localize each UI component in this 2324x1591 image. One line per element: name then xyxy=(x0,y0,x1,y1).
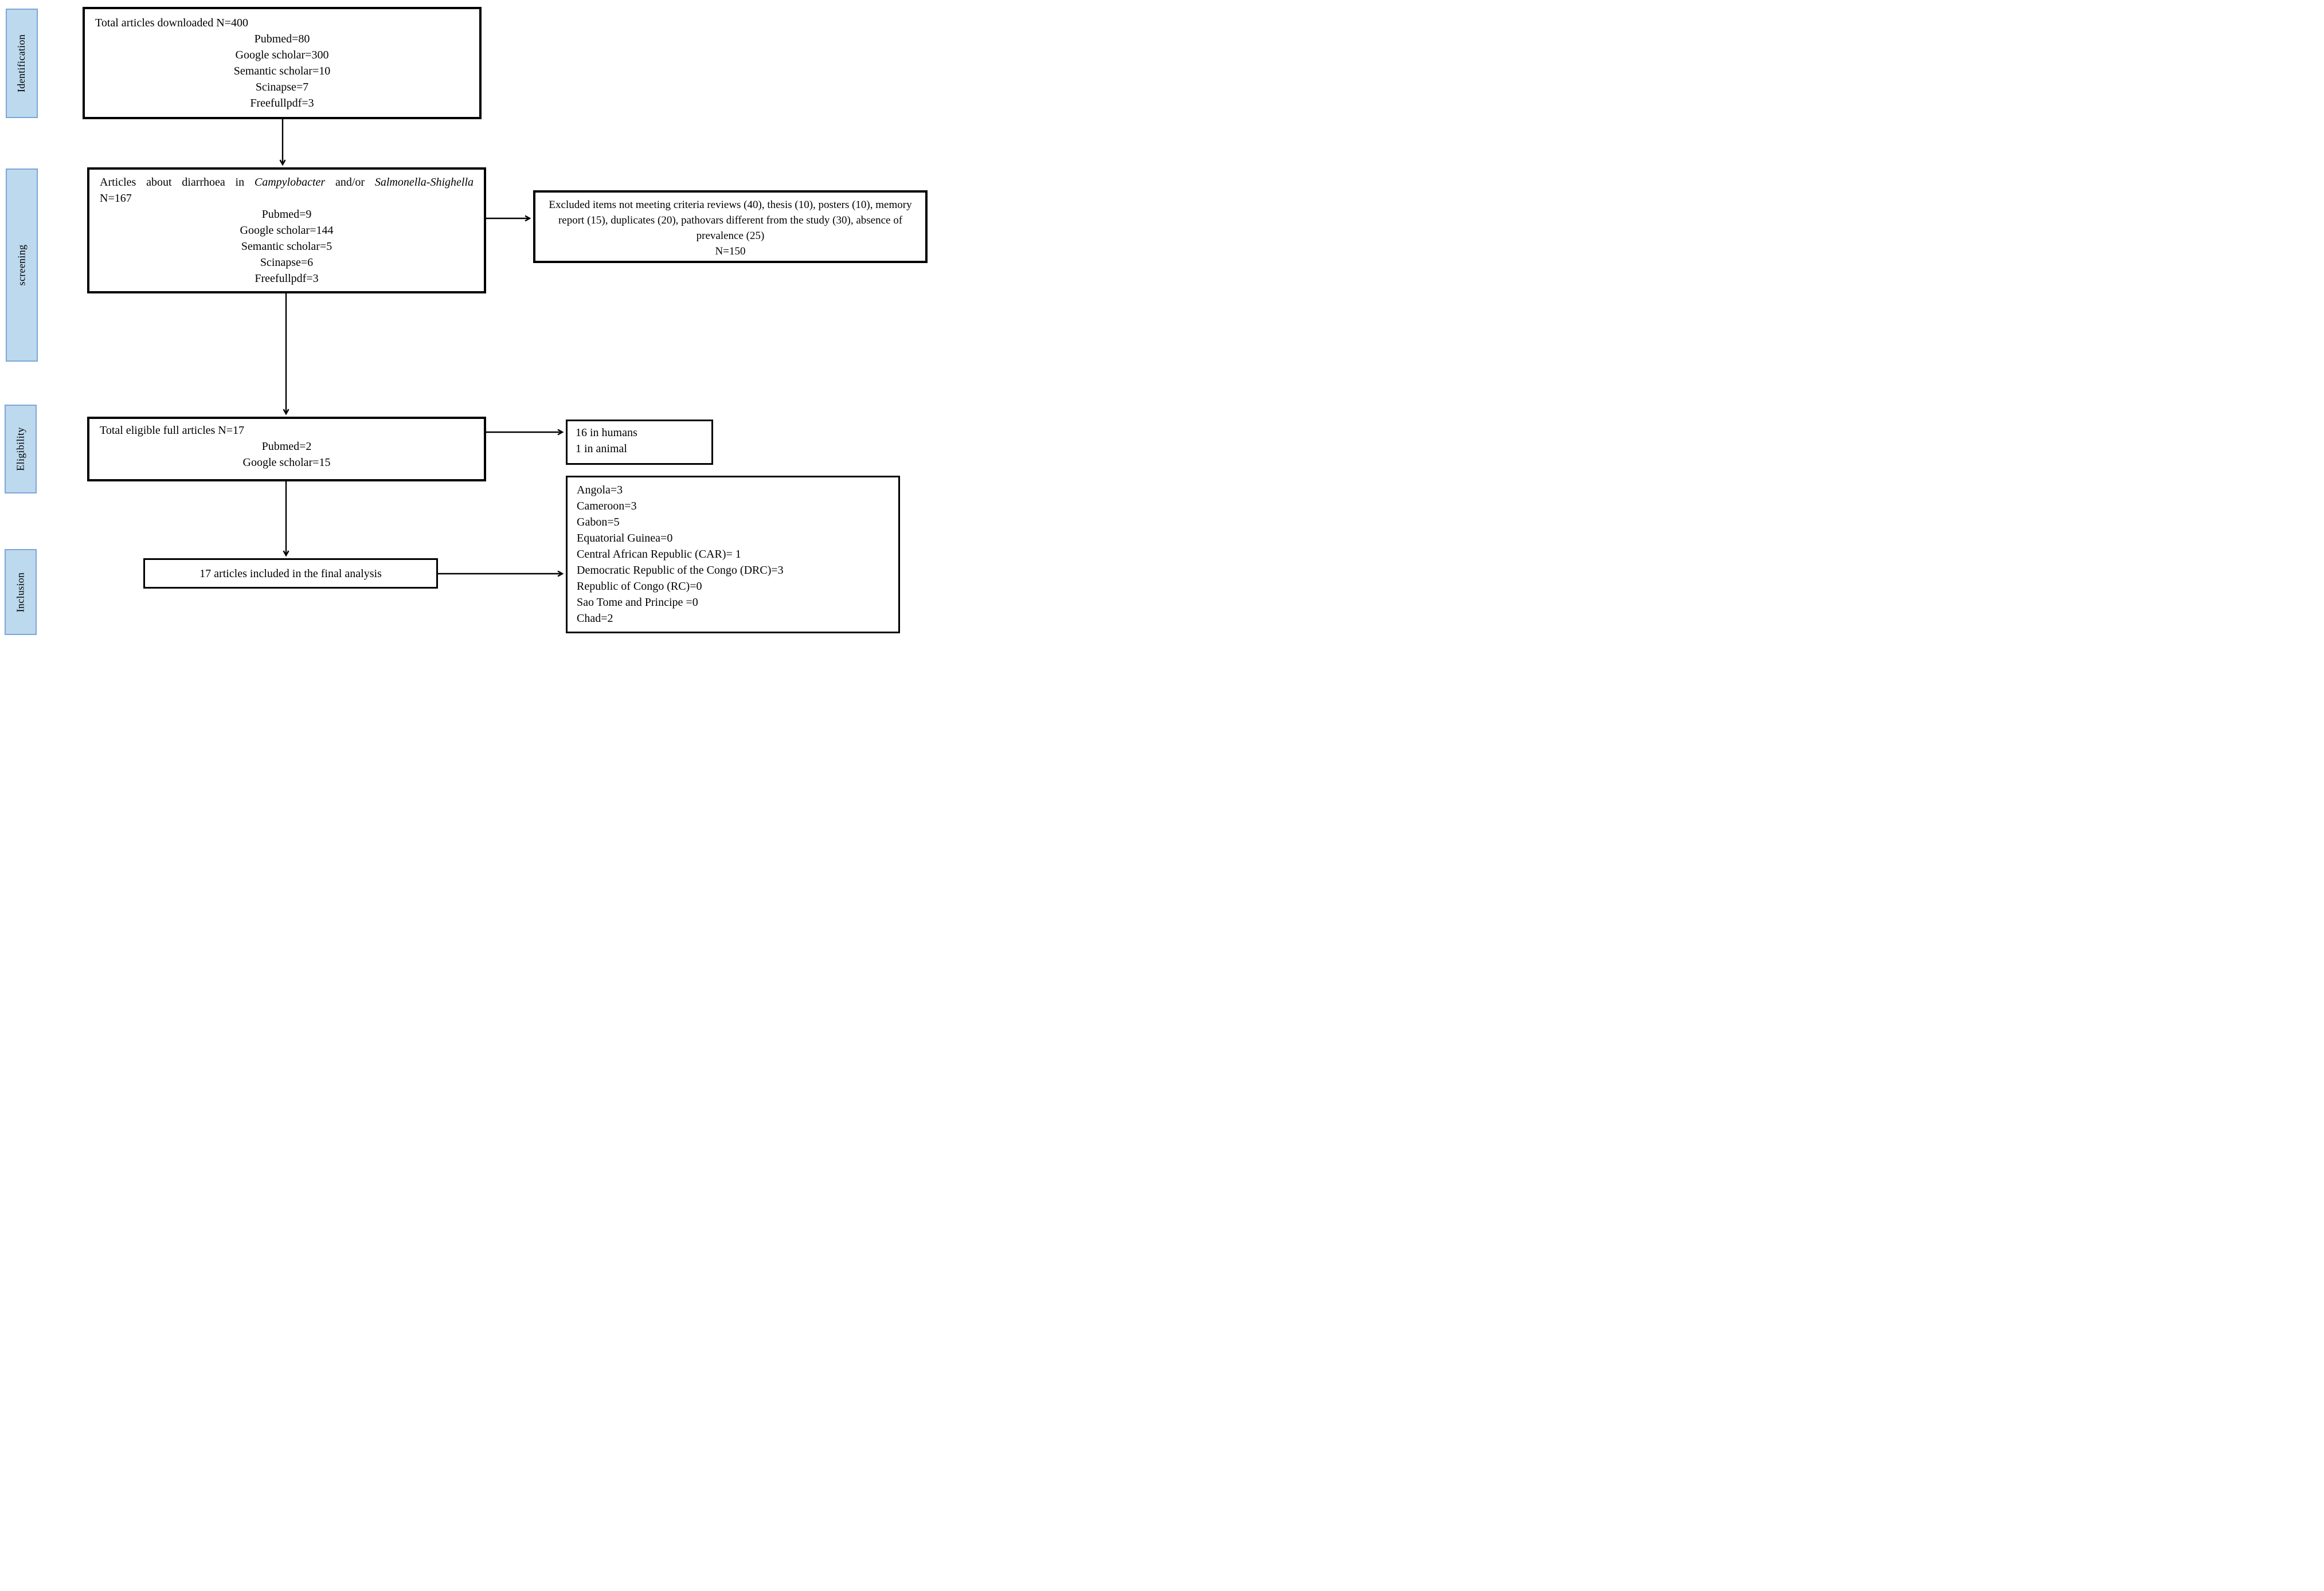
stage-label-text: Inclusion xyxy=(14,572,26,612)
eligible-title: Total eligible full articles N=17 xyxy=(100,424,245,437)
screened-title: Articles about diarrhoea in Campylobacte… xyxy=(100,174,474,190)
stage-label-eligibility: Eligibility xyxy=(5,405,37,493)
source-count: Scinapse=7 xyxy=(255,81,309,93)
screened-title-part: Articles about diarrhoea in xyxy=(100,176,255,189)
country-count: Chad=2 xyxy=(577,612,613,625)
organism-name: Campylobacter xyxy=(254,176,326,189)
stage-label-text: Eligibility xyxy=(14,427,26,471)
country-count: Equatorial Guinea=0 xyxy=(577,532,673,544)
box-final-analysis: 17 articles included in the final analys… xyxy=(143,558,438,589)
excluded-n-count: N=150 xyxy=(715,245,746,257)
stage-label-inclusion: Inclusion xyxy=(5,549,37,635)
species-count: 1 in animal xyxy=(576,442,627,455)
source-count: Freefullpdf=3 xyxy=(255,272,319,285)
source-count: Google scholar=300 xyxy=(235,49,329,61)
source-count: Pubmed=2 xyxy=(261,440,312,453)
box-country-counts: Angola=3 Cameroon=3 Gabon=5 Equatorial G… xyxy=(566,476,900,633)
stage-label-text: screening xyxy=(15,244,28,286)
box-eligible-articles: Total eligible full articles N=17 Pubmed… xyxy=(87,417,486,481)
organism-name: Salmonella-Shighella xyxy=(374,176,474,189)
box-total-downloaded: Total articles downloaded N=400 Pubmed=8… xyxy=(83,7,482,119)
box-species-split: 16 in humans 1 in animal xyxy=(566,420,713,465)
source-count: Google scholar=15 xyxy=(242,456,331,469)
stage-label-identification: Identification xyxy=(6,9,38,118)
species-count: 16 in humans xyxy=(576,426,637,439)
final-analysis-title: 17 articles included in the final analys… xyxy=(199,567,382,580)
source-count: Freefullpdf=3 xyxy=(250,97,314,109)
country-count: Central African Republic (CAR)= 1 xyxy=(577,548,741,561)
source-count: Google scholar=144 xyxy=(240,224,334,237)
country-count: Republic of Congo (RC)=0 xyxy=(577,580,702,593)
source-count: Semantic scholar=10 xyxy=(233,65,331,77)
screened-title-part: and/or xyxy=(325,176,375,189)
country-count: Angola=3 xyxy=(577,484,623,496)
source-count: Scinapse=6 xyxy=(260,256,314,269)
stage-label-text: Identification xyxy=(15,34,28,93)
country-count: Gabon=5 xyxy=(577,516,620,528)
total-downloaded-title: Total articles downloaded N=400 xyxy=(95,17,249,29)
stage-label-screening: screening xyxy=(6,168,38,362)
box-excluded-items: Excluded items not meeting criteria revi… xyxy=(533,190,928,263)
box-articles-screened: Articles about diarrhoea in Campylobacte… xyxy=(87,167,486,293)
country-count: Democratic Republic of the Congo (DRC)=3 xyxy=(577,564,784,577)
excluded-reasons: Excluded items not meeting criteria revi… xyxy=(549,199,912,242)
country-count: Cameroon=3 xyxy=(577,500,637,512)
source-count: Semantic scholar=5 xyxy=(241,240,332,253)
source-count: Pubmed=9 xyxy=(261,208,312,221)
prisma-flow-diagram: Identification screening Eligibility Inc… xyxy=(0,0,930,636)
source-count: Pubmed=80 xyxy=(254,33,310,45)
screened-n-count: N=167 xyxy=(100,192,132,205)
country-count: Sao Tome and Principe =0 xyxy=(577,596,698,609)
